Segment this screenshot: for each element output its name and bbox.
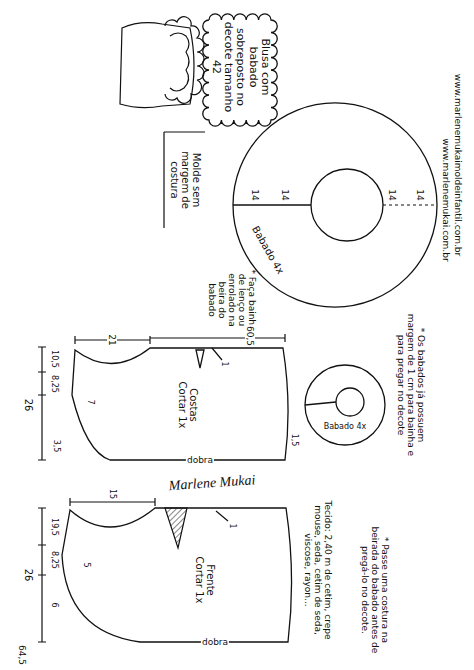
note-text: Tecido: 2,40 m de cetim, crepe mouse, se… [303,495,333,645]
dimension-label: 6 [50,602,59,607]
dimension-label: 64,5 [17,645,27,665]
dimension-label: 3,5 [52,440,61,453]
dimension-label: 14 [250,188,260,201]
outline [233,204,311,205]
dart [165,508,187,548]
dimension-label: 1,5 [290,434,299,447]
title-cloud: Blusa com babado sobreposto no decote ta… [203,8,277,126]
ruffle-sketch [165,17,204,104]
dimension-label: 8,25 [50,551,59,569]
ruffle-sketch-inner [170,33,189,91]
dimension-label: 60,5 [245,325,255,347]
leader-line [212,348,228,521]
outline [62,508,292,642]
outline [233,103,437,307]
outline [305,402,336,405]
note-text: Molde sem margem de costura [168,135,202,225]
outline [203,14,277,126]
dimension-label: 21 [107,333,117,346]
piece-label: Blusa com babado sobreposto no decote ta… [209,18,271,116]
ruffle-spiral-small: Babado 4x [300,360,390,450]
dimension-label: 14 [415,188,425,201]
dimension-line [38,508,46,642]
dimension-label: 14 [387,188,397,201]
cut-line [383,205,437,206]
piece-outline [56,504,300,650]
piece-outline [300,360,390,450]
note-frame [164,132,205,228]
dimension-line [38,347,46,460]
dimension-label: 14 [280,188,290,201]
outline [305,365,385,445]
piece-label: Costas Cortar 1x [177,379,199,431]
outline [196,350,204,368]
piece-label: Babado 4x [324,423,367,432]
dimension-label: 1 [228,523,237,528]
outline [72,348,288,460]
dimension-label: 19,5 [50,518,59,536]
note-text: * Passe uma costura na beirada do babado… [360,525,390,655]
dimension-label: 1 [220,361,229,366]
dimension-label: 26 [22,399,33,412]
outline [336,388,364,416]
website-url: www.marlenemukaimoldeinfantil.com.br [453,74,463,256]
ruffle-spiral: Babado 4x [228,98,442,312]
dimension-label: 8,25 [50,375,59,393]
dimension-label: 10,5 [50,350,59,368]
back-pattern-piece: Costas Cortar 1x dobra [60,342,296,466]
dimension-label: 5 [82,562,91,567]
piece-outline [228,98,442,312]
fold-label: dobra [186,455,214,465]
note-text: * Os babados já possuem margem de 1 cm p… [396,310,426,460]
outline [311,169,383,241]
fold-label: dobra [201,637,229,647]
website-url: www.marlenemukai.com.br [441,138,451,261]
front-pattern-piece: Frente Cortar 1x dobra [56,504,300,650]
blouse-sketch [120,23,194,108]
dimension-label: 26 [22,569,33,582]
signature: Marlene Mukai [168,472,256,494]
dimension-label: 15 [108,488,117,500]
piece-label: Frente Cortar 1x [194,554,216,606]
dimension-label: 7 [86,399,95,404]
